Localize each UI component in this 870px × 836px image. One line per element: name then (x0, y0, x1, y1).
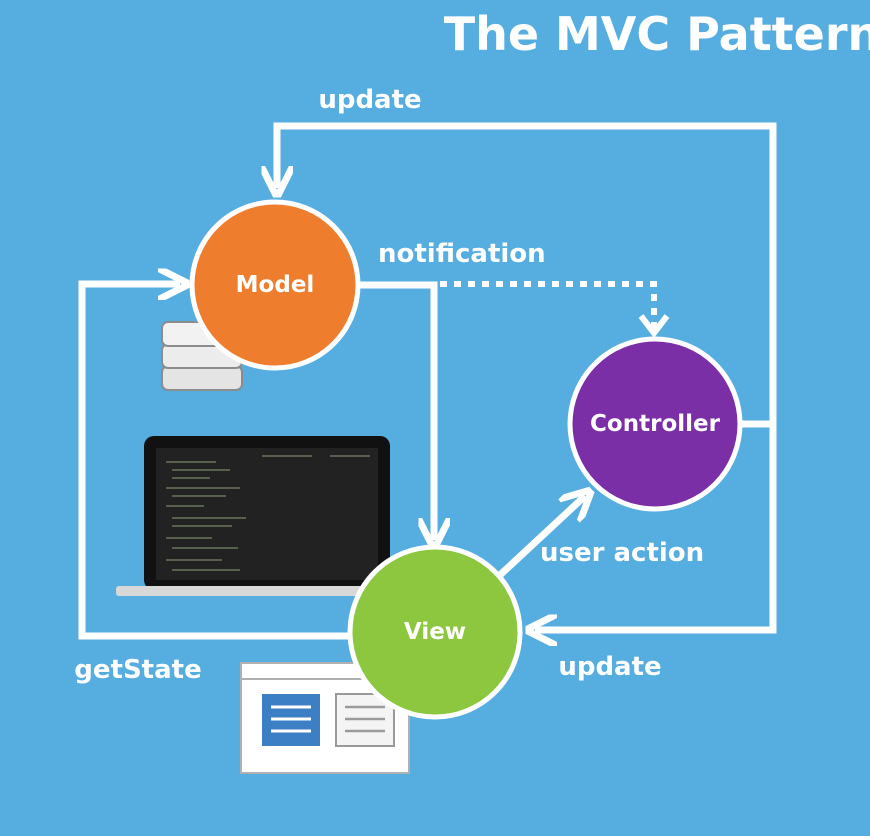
node-view-label: View (404, 619, 466, 645)
label-get-state: getState (74, 655, 201, 685)
edge-user-action (497, 496, 585, 578)
label-update-top: update (318, 85, 421, 115)
node-view: View (347, 544, 523, 720)
label-update-right: update (558, 652, 661, 682)
label-user-action: user action (540, 538, 704, 568)
label-notification: notification (378, 239, 546, 269)
edge-get-state (78, 284, 355, 640)
node-controller-label: Controller (590, 411, 721, 437)
node-model-label: Model (236, 272, 315, 298)
diagram-title: The MVC Pattern (444, 7, 870, 61)
node-model: Model (189, 199, 361, 371)
edge-model-to-view (355, 281, 434, 540)
node-controller: Controller (567, 336, 743, 512)
edge-update-right (535, 420, 777, 630)
connectors (78, 122, 777, 640)
edge-notification (440, 281, 657, 330)
laptop-icon (116, 436, 420, 596)
notification-arrowhead (638, 314, 670, 338)
